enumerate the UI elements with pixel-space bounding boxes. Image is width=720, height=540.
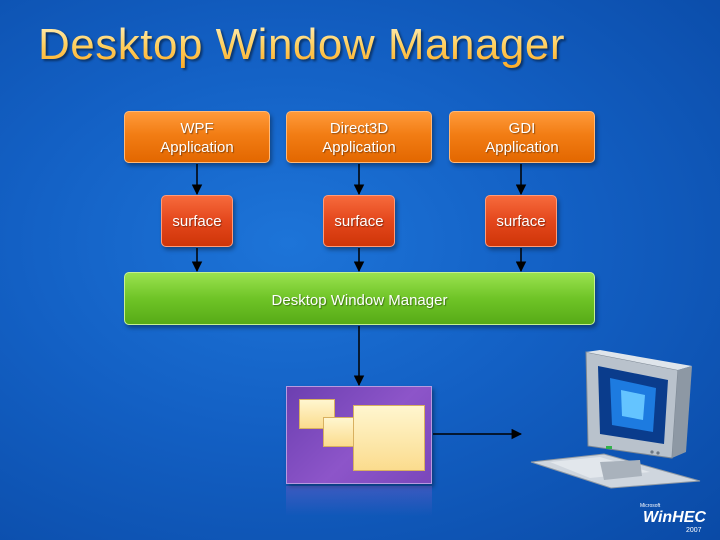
- gdi-application-box: GDI Application: [449, 111, 595, 163]
- direct3d-application-box: Direct3D Application: [286, 111, 432, 163]
- desktop-reflection: [286, 486, 432, 516]
- wpf-surface-box: surface: [161, 195, 233, 247]
- winhec-logo: Microsoft WinHEC 2007: [640, 500, 710, 536]
- computer-monitor-icon: [530, 350, 701, 489]
- wpf-app-line2: Application: [160, 139, 234, 156]
- direct3d-surface-label: surface: [334, 212, 384, 230]
- logo-brand: Microsoft: [640, 503, 661, 509]
- wpf-application-box: WPF Application: [124, 111, 270, 163]
- wpf-app-line1: WPF: [180, 120, 214, 137]
- desktop-window-manager-box: Desktop Window Manager: [124, 272, 595, 325]
- direct3d-app-line2: Application: [322, 139, 396, 156]
- direct3d-surface-box: surface: [323, 195, 395, 247]
- gdi-app-line2: Application: [485, 139, 559, 156]
- gdi-app-line1: GDI: [508, 120, 536, 137]
- gdi-surface-box: surface: [485, 195, 557, 247]
- slide-title: Desktop Window Manager: [38, 20, 566, 69]
- large-window-front: [353, 405, 425, 471]
- gdi-surface-label: surface: [496, 212, 546, 230]
- desktop-composition-image: [286, 386, 432, 484]
- logo-year: 2007: [686, 527, 702, 534]
- direct3d-app-line1: Direct3D: [329, 120, 389, 137]
- dwm-label: Desktop Window Manager: [271, 292, 448, 309]
- logo-name: WinHEC: [643, 509, 706, 526]
- wpf-surface-label: surface: [172, 212, 222, 230]
